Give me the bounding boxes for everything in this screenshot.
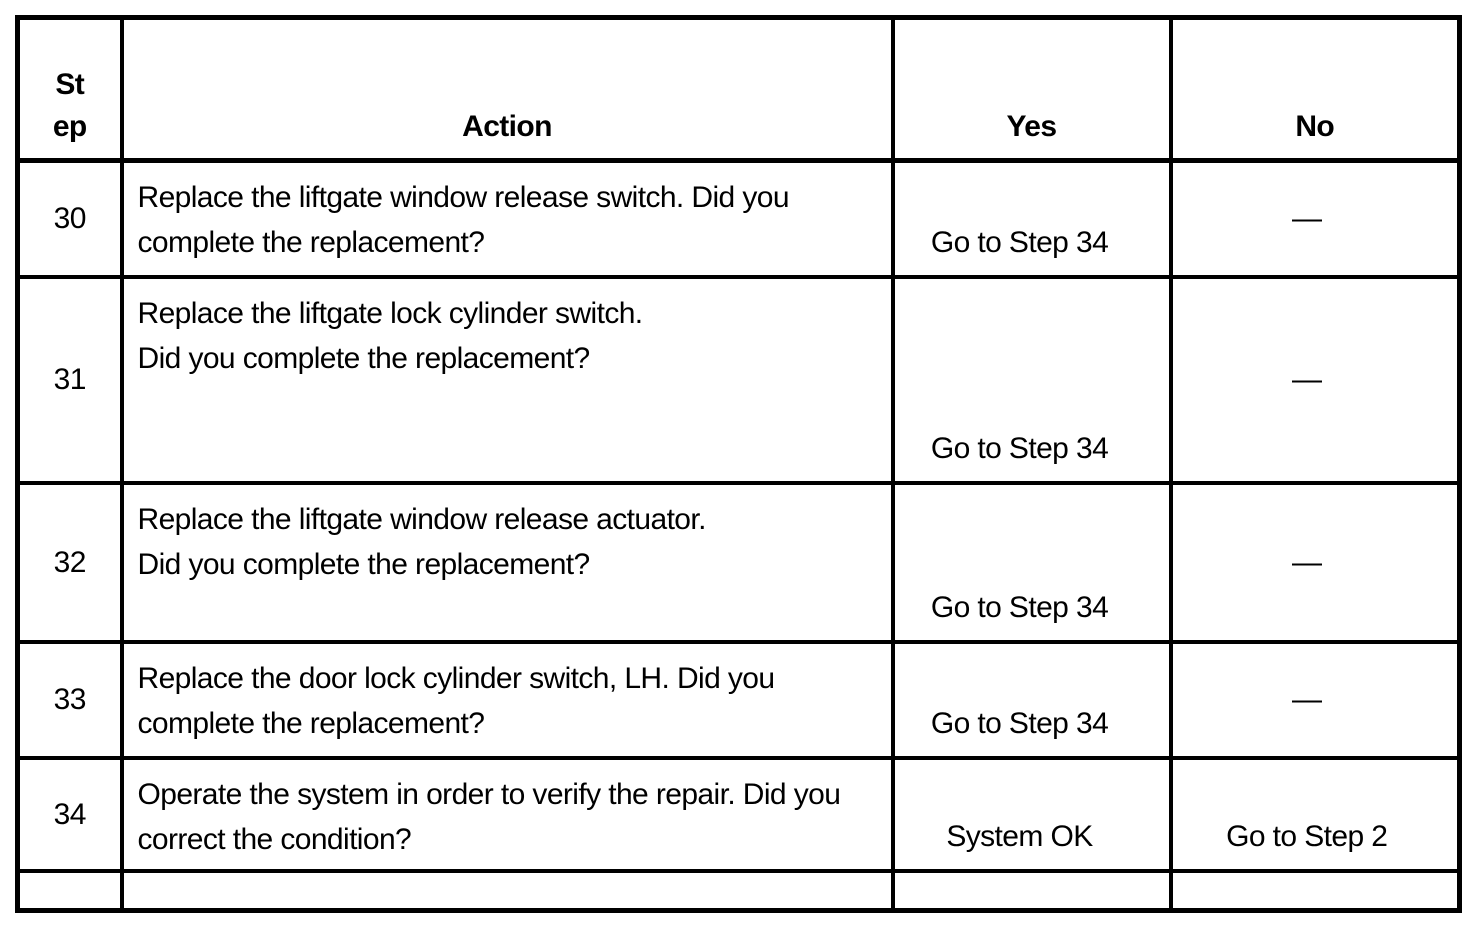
- table-row: 32 Replace the liftgate window release a…: [15, 480, 1462, 644]
- no-cell: [1168, 868, 1462, 911]
- yes-cell: Go to Step 34: [890, 480, 1173, 644]
- table-row: 33 Replace the door lock cylinder switch…: [15, 639, 1462, 760]
- no-cell: —: [1168, 639, 1462, 760]
- yes-cell: System OK: [890, 755, 1173, 873]
- no-cell: Go to Step 2: [1168, 755, 1462, 873]
- no-header: No: [1168, 15, 1462, 163]
- step-cell: 33: [15, 639, 124, 760]
- action-cell: Replace the liftgate window release actu…: [119, 480, 895, 644]
- step-cell: [15, 868, 124, 911]
- header-row: St ep Action Yes No: [15, 15, 1462, 163]
- action-cell: [119, 868, 895, 911]
- action-cell: Replace the liftgate lock cylinder switc…: [119, 274, 895, 485]
- yes-cell: Go to Step 34: [890, 639, 1173, 760]
- action-cell: Operate the system in order to verify th…: [119, 755, 895, 873]
- no-cell: —: [1168, 274, 1462, 485]
- action-cell: Replace the liftgate window release swit…: [119, 158, 895, 279]
- table-row: 30 Replace the liftgate window release s…: [15, 158, 1462, 279]
- action-cell: Replace the door lock cylinder switch, L…: [119, 639, 895, 760]
- step-cell: 31: [15, 274, 124, 485]
- step-cell: 32: [15, 480, 124, 644]
- table-row-cutoff: [15, 868, 1462, 911]
- table-row: 31 Replace the liftgate lock cylinder sw…: [15, 274, 1462, 485]
- yes-header: Yes: [890, 15, 1173, 163]
- yes-cell: [890, 868, 1173, 911]
- action-header: Action: [119, 15, 895, 163]
- document-page: St ep Action Yes No 30 Replace the liftg…: [0, 15, 1472, 927]
- no-cell: —: [1168, 158, 1462, 279]
- yes-cell: Go to Step 34: [890, 158, 1173, 279]
- step-header: St ep: [15, 15, 124, 163]
- yes-cell: Go to Step 34: [890, 274, 1173, 485]
- step-cell: 34: [15, 755, 124, 873]
- no-cell: —: [1168, 480, 1462, 644]
- table-row: 34 Operate the system in order to verify…: [15, 755, 1462, 873]
- diagnostic-table: St ep Action Yes No 30 Replace the liftg…: [15, 15, 1462, 913]
- step-cell: 30: [15, 158, 124, 279]
